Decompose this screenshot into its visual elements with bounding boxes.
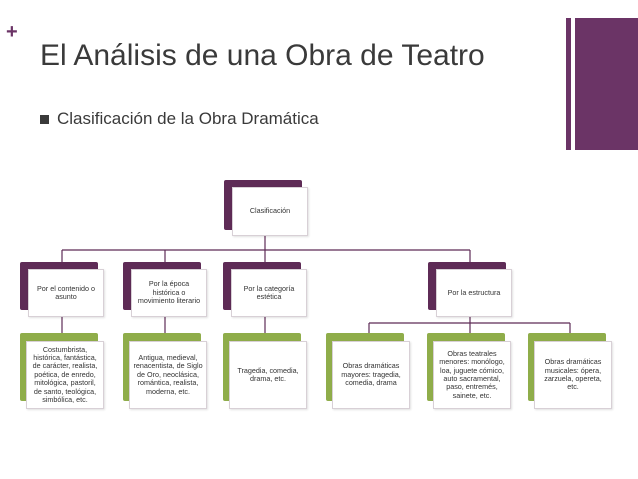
- detail-label: Obras teatrales menores: monólogo, loa, …: [433, 341, 511, 409]
- detail-node-estetica: Tragedia, comedia, drama, etc.: [223, 333, 307, 409]
- root-label: Clasificación: [232, 187, 308, 236]
- category-label: Por la categoría estética: [231, 269, 307, 317]
- decor-bar-thin: [566, 18, 571, 150]
- plus-icon: +: [6, 21, 18, 43]
- category-label: Por el contenido o asunto: [28, 269, 104, 317]
- detail-node-menores: Obras teatrales menores: monólogo, loa, …: [427, 333, 511, 409]
- detail-label: Tragedia, comedia, drama, etc.: [229, 341, 307, 409]
- category-label: Por la estructura: [436, 269, 512, 317]
- category-node-estructura: Por la estructura: [428, 262, 512, 317]
- category-node-contenido: Por el contenido o asunto: [20, 262, 104, 317]
- decor-bar-thick: [575, 18, 638, 150]
- category-node-estetica: Por la categoría estética: [223, 262, 307, 317]
- bullet-item: Clasificación de la Obra Dramática: [40, 109, 319, 129]
- detail-label: Antigua, medieval, renacentista, de Sigl…: [129, 341, 207, 409]
- category-label: Por la época histórica o movimiento lite…: [131, 269, 207, 317]
- detail-node-musicales: Obras dramáticas musicales: ópera, zarzu…: [528, 333, 612, 409]
- bullet-text: Clasificación de la Obra Dramática: [57, 109, 319, 128]
- detail-node-epoca: Antigua, medieval, renacentista, de Sigl…: [123, 333, 207, 409]
- detail-label: Obras dramáticas musicales: ópera, zarzu…: [534, 341, 612, 409]
- detail-node-mayores: Obras dramáticas mayores: tragedia, come…: [326, 333, 410, 409]
- detail-node-contenido: Costumbrista, histórica, fantástica, de …: [20, 333, 104, 409]
- detail-label: Costumbrista, histórica, fantástica, de …: [26, 341, 104, 409]
- detail-label: Obras dramáticas mayores: tragedia, come…: [332, 341, 410, 409]
- category-node-epoca: Por la época histórica o movimiento lite…: [123, 262, 207, 317]
- root-node: Clasificación: [224, 180, 308, 236]
- square-bullet-icon: [40, 114, 49, 124]
- slide-title: El Análisis de una Obra de Teatro: [40, 39, 485, 72]
